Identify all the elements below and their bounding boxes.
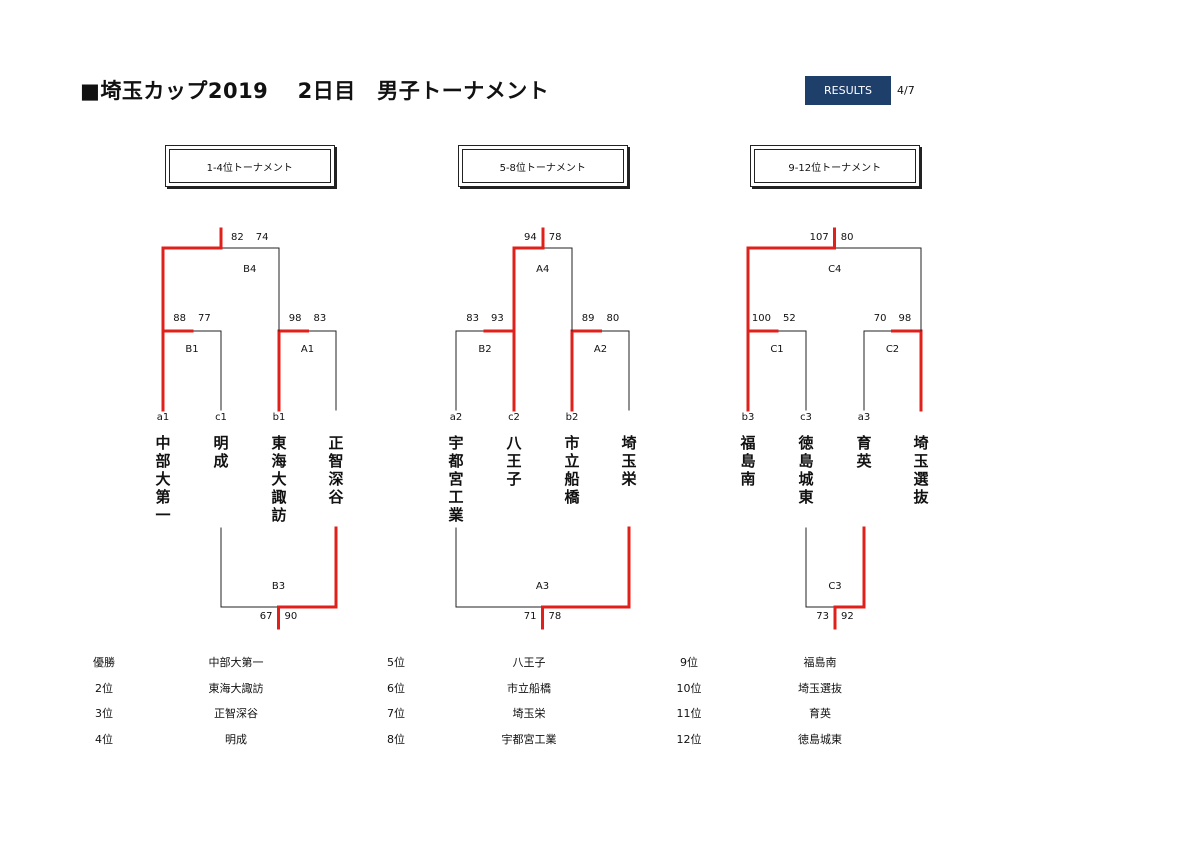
match-label: A4 (536, 264, 550, 275)
standings-team: 東海大諏訪 (208, 682, 264, 695)
page-number: 4/7 (897, 84, 915, 97)
team-name: 正智深谷 (328, 434, 344, 506)
bracket-title: 1-4位トーナメント (164, 145, 335, 187)
team-name: 市立船橋 (564, 434, 580, 506)
score-right: 93 (491, 313, 504, 324)
team-name: 福島南 (740, 434, 756, 488)
standings-rank: 11位 (676, 707, 702, 720)
match-label: B2 (478, 344, 492, 355)
standings-team: 埼玉選抜 (798, 682, 842, 695)
score-right: 92 (841, 611, 854, 622)
seed-label: a1 (156, 412, 170, 423)
score-right: 77 (198, 313, 211, 324)
score-right: 80 (840, 232, 854, 243)
standings-rank: 12位 (676, 733, 702, 746)
score-left: 89 (581, 313, 595, 324)
team-name: 八王子 (506, 434, 522, 488)
standings-team: 福島南 (803, 656, 837, 669)
seed-label: c2 (508, 412, 520, 423)
score-right: 90 (284, 611, 298, 622)
standings-team: 徳島城東 (798, 733, 842, 746)
match-label: B3 (271, 581, 286, 592)
match-label: C3 (828, 581, 842, 592)
bracket-title: 9-12位トーナメント (749, 145, 920, 187)
match-label: C4 (828, 264, 842, 275)
score-right: 74 (255, 232, 269, 243)
score-left: 71 (523, 611, 537, 622)
standings-team: 八王子 (512, 656, 546, 669)
standings-rank: 4位 (95, 733, 113, 746)
standings-rank: 優勝 (93, 656, 115, 669)
score-right: 83 (313, 313, 327, 324)
standings-rank: 3位 (95, 707, 113, 720)
match-label: A2 (593, 344, 608, 355)
match-label: C2 (885, 344, 900, 355)
score-right: 78 (548, 611, 562, 622)
score-right: 52 (783, 313, 796, 324)
score-left: 82 (231, 232, 244, 243)
team-name: 育英 (856, 434, 872, 470)
score-left: 73 (816, 611, 829, 622)
standings-rank: 7位 (387, 707, 405, 720)
seed-label: a3 (857, 412, 871, 423)
page-title: ■埼玉カップ2019 2日目 男子トーナメント (80, 79, 550, 103)
match-label: A1 (300, 344, 315, 355)
team-name: 埼玉選抜 (913, 434, 929, 506)
team-name: 明成 (213, 434, 229, 470)
score-right: 98 (898, 313, 912, 324)
standings-team: 正智深谷 (214, 707, 258, 720)
standings-rank: 6位 (387, 682, 405, 695)
score-left: 67 (259, 611, 273, 622)
score-left: 98 (288, 313, 302, 324)
standings-rank: 2位 (95, 682, 113, 695)
standings-rank: 5位 (387, 656, 405, 669)
standings-team: 育英 (809, 707, 831, 720)
standings-rank: 8位 (387, 733, 405, 746)
seed-label: c3 (800, 412, 812, 423)
standings-team: 宇都宮工業 (501, 733, 557, 746)
bracket-title: 5-8位トーナメント (457, 145, 628, 187)
seed-label: a2 (449, 412, 463, 423)
team-name: 宇都宮工業 (448, 434, 464, 524)
match-label: C1 (770, 344, 784, 355)
standings-team: 明成 (225, 733, 247, 746)
results-badge[interactable]: RESULTS (805, 76, 891, 105)
score-left: 70 (873, 313, 887, 324)
standings-team: 埼玉栄 (512, 707, 546, 720)
team-name: 埼玉栄 (621, 434, 637, 488)
seed-label: b1 (272, 412, 286, 423)
standings-team: 中部大第一 (208, 656, 264, 669)
standings-team: 市立船橋 (507, 682, 551, 695)
match-label: B4 (243, 264, 257, 275)
seed-label: b3 (741, 412, 755, 423)
team-name: 東海大諏訪 (271, 434, 287, 524)
match-label: A3 (535, 581, 550, 592)
team-name: 中部大第一 (155, 434, 171, 524)
score-left: 94 (524, 232, 537, 243)
score-left: 83 (466, 313, 479, 324)
score-right: 78 (548, 232, 562, 243)
score-right: 80 (606, 313, 620, 324)
score-left: 100 (751, 313, 771, 324)
seed-label: c1 (215, 412, 227, 423)
score-left: 88 (173, 313, 186, 324)
team-name: 徳島城東 (798, 434, 814, 506)
standings-rank: 10位 (676, 682, 702, 695)
score-left: 107 (809, 232, 829, 243)
match-label: B1 (185, 344, 199, 355)
seed-label: b2 (565, 412, 579, 423)
standings-rank: 9位 (680, 656, 698, 669)
